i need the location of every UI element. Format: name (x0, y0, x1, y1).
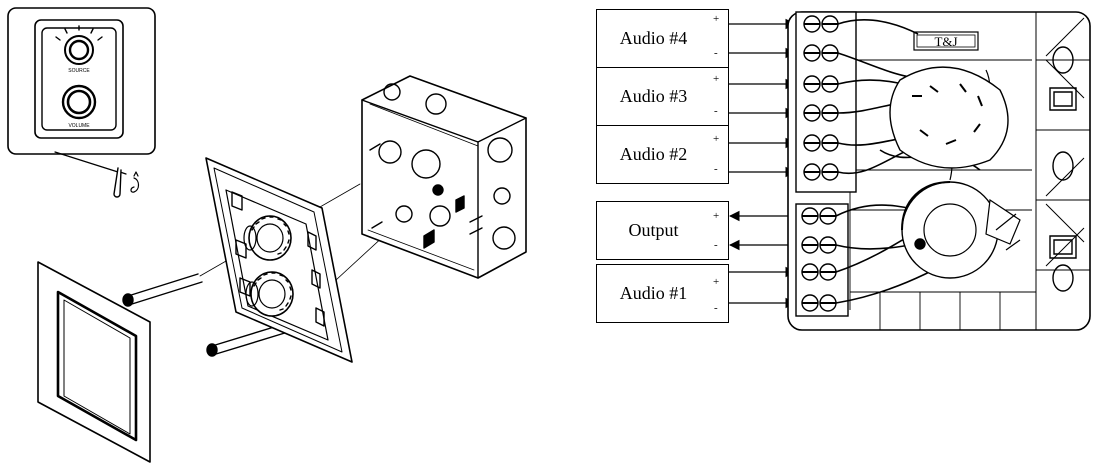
audio-4-minus: - (714, 47, 718, 59)
output-box: Output + - (596, 201, 729, 260)
audio-1-label: Audio #1 (619, 283, 688, 303)
audio-3-plus: + (713, 73, 720, 85)
terminal-block (795, 11, 857, 317)
cover-plate (37, 261, 151, 463)
exploded-installation-drawing: SOURCE VOLUME (7, 7, 527, 463)
signal-arrows (728, 18, 798, 309)
output-minus: - (714, 239, 718, 251)
control-module (205, 157, 353, 363)
audio-3-input-box: Audio #3 + - (596, 67, 729, 126)
volume-knob-inset (61, 84, 97, 120)
back-box (361, 75, 527, 279)
audio-3-label: Audio #3 (619, 86, 688, 106)
rotary-switch (889, 66, 1009, 169)
front-panel-inset: SOURCE VOLUME (7, 7, 156, 198)
output-plus: + (713, 210, 720, 222)
potentiometer (901, 181, 999, 279)
audio-3-minus: - (714, 105, 718, 117)
audio-2-label: Audio #2 (619, 144, 688, 164)
module-back-housing (787, 11, 1091, 331)
audio-2-minus: - (714, 163, 718, 175)
brand-mark: T&J (934, 34, 957, 49)
upper-knob (243, 215, 292, 261)
audio-1-plus: + (713, 276, 720, 288)
audio-1-minus: - (714, 302, 718, 314)
audio-1-input-box: Audio #1 + - (596, 264, 729, 323)
audio-4-input-box: Audio #4 + - (596, 9, 729, 68)
audio-4-plus: + (713, 13, 720, 25)
lower-knob (245, 271, 294, 317)
source-knob-inset (55, 25, 103, 65)
source-knob-label: SOURCE (68, 68, 90, 74)
audio-2-input-box: Audio #2 + - (596, 125, 729, 184)
volume-knob-label: VOLUME (68, 123, 90, 129)
audio-2-plus: + (713, 133, 720, 145)
output-label: Output (628, 220, 679, 240)
audio-4-label: Audio #4 (619, 28, 688, 48)
